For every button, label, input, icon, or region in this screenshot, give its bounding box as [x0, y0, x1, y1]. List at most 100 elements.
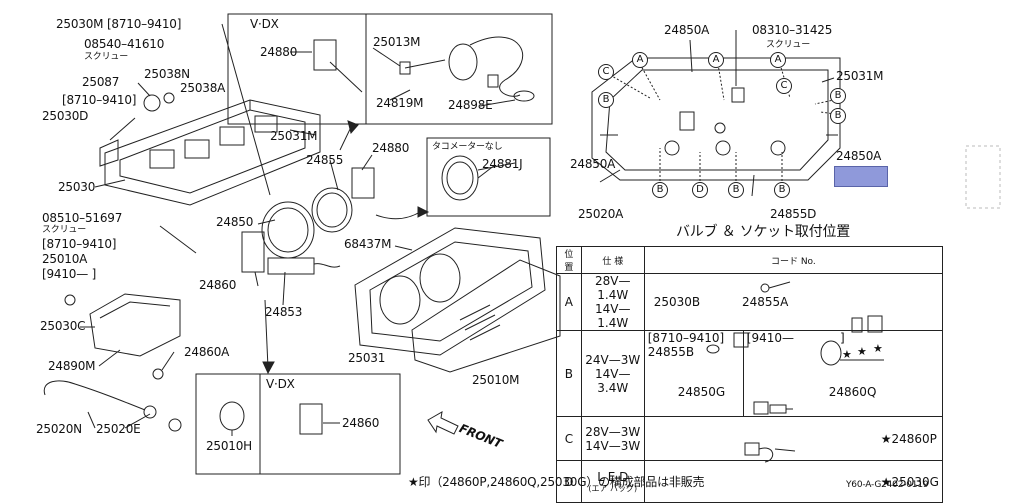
label-8710-b: [8710–9410]	[42, 237, 117, 251]
table-title: バルブ ＆ ソケット取付位置	[676, 224, 851, 240]
row-b-spec-2: 14V—3.4W	[595, 366, 631, 395]
label-8710-a: [8710–9410]	[62, 93, 137, 107]
label-25087: 25087	[82, 75, 120, 89]
label-24898e: 24898E	[448, 98, 493, 112]
label-08310-sub: スクリュー	[766, 40, 811, 50]
label-24855: 24855	[306, 153, 344, 167]
footnote: ★印（24860P,24860Q,25030G）の構成部品は非販売	[408, 475, 705, 489]
label-24850a-top: 24850A	[664, 23, 710, 37]
label-25030m: 25030M [8710–9410]	[56, 17, 182, 31]
header-position: 位 置	[556, 246, 582, 274]
row-a-spec: 28V—1.4W 14V—1.4W	[580, 273, 645, 331]
row-d-spec: L E D (エア バッグ)	[580, 460, 645, 503]
row-d-code: ★25030G	[643, 460, 944, 503]
row-d-spec-1: L E D	[597, 470, 629, 484]
label-24880-a: 24880	[260, 45, 298, 59]
bulb-socket-table: 位 置 仕 様 コード No. A 28V—1.4W 14V—1.4W 2503…	[556, 246, 944, 503]
label-vdx-top: V·DX	[250, 17, 279, 31]
label-24850: 24850	[216, 215, 254, 229]
label-25010h: 25010H	[206, 439, 252, 453]
label-25020a: 25020A	[578, 207, 624, 221]
label-08510: 08510–51697	[42, 211, 123, 225]
row-b-code-right-3: 24860Q	[828, 385, 877, 399]
drawing-code: Y60-A-G2402-0119	[846, 480, 929, 490]
circle-a-1: A	[632, 52, 648, 68]
label-25038n: 25038N	[144, 67, 190, 81]
circle-d: D	[692, 182, 708, 198]
label-24860: 24860	[199, 278, 237, 292]
label-25031m: 25031M	[270, 129, 318, 143]
star-marker-3: ★	[873, 342, 883, 355]
table-row-b: B 24V—3W 14V—3.4W [8710–9410] 24855B 248…	[556, 330, 944, 417]
label-08540: 08540–41610	[84, 37, 165, 51]
header-code: コード No.	[643, 246, 944, 274]
header-spec: 仕 様	[580, 246, 645, 274]
row-b-code-right-2: ]	[840, 331, 845, 345]
circle-b-4: B	[652, 182, 668, 198]
label-24860a: 24860A	[184, 345, 230, 359]
row-c-code: ★24860P	[643, 416, 944, 461]
label-24890m: 24890M	[48, 359, 96, 373]
table-header-row: 位 置 仕 様 コード No.	[556, 246, 944, 274]
row-a-code: 25030B 24855A	[643, 273, 944, 331]
label-25020n: 25020N	[36, 422, 82, 436]
circle-a-2: A	[708, 52, 724, 68]
label-25038a: 25038A	[180, 81, 226, 95]
circle-a-3: A	[770, 52, 786, 68]
label-9410: [9410— ]	[42, 267, 97, 281]
label-tacho-none: タコメーターなし	[432, 142, 503, 152]
row-b-pos: B	[556, 330, 582, 417]
row-b-spec-1: 24V—3W	[585, 352, 641, 367]
table-row-d: D L E D (エア バッグ) ★25030G	[556, 460, 944, 503]
row-b-code-right-top: [9410—]	[747, 331, 939, 345]
row-b-code-left: [8710–9410] 24855B 24850G	[643, 330, 744, 417]
row-a-pos: A	[556, 273, 582, 331]
row-b-code-right-1: [9410—	[746, 331, 794, 345]
label-25020e: 25020E	[96, 422, 141, 436]
row-d-pos: D	[556, 460, 582, 503]
row-a-spec-1: 28V—1.4W	[595, 274, 631, 302]
star-marker-2: ★	[857, 345, 867, 358]
circle-b-5: B	[728, 182, 744, 198]
table-row-a: A 28V—1.4W 14V—1.4W 25030B 24855A	[556, 273, 944, 331]
row-c-spec-1: 28V—3W	[585, 424, 641, 439]
label-24855d: 24855D	[770, 207, 817, 221]
label-25030d: 25030D	[42, 109, 89, 123]
label-25013m: 25013M	[373, 35, 421, 49]
row-d-spec-2: (エア バッグ)	[588, 484, 638, 493]
label-24880-b: 24880	[372, 141, 410, 155]
row-a-spec-2: 14V—1.4W	[595, 302, 631, 330]
row-b-code-left-1: [8710–9410]	[647, 331, 725, 345]
table-row-c: C 28V—3W 14V—3W ★24860P	[556, 416, 944, 461]
row-a-code-2: 24855A	[741, 295, 789, 309]
star-marker-1: ★	[842, 348, 852, 361]
label-24850a-right: 24850A	[836, 149, 882, 163]
label-25031: 25031	[348, 351, 386, 365]
label-24860-b: 24860	[342, 416, 380, 430]
label-25010m: 25010M	[472, 373, 520, 387]
label-25031m-right: 25031M	[836, 69, 884, 83]
label-24819m: 24819M	[376, 96, 424, 110]
circle-b-6: B	[774, 182, 790, 198]
label-68437m: 68437M	[344, 237, 392, 251]
row-b-code-left-3: 24850G	[677, 385, 726, 399]
row-b-code-left-2: 24855B	[647, 345, 695, 359]
row-b-code-right: [9410—] 24860Q	[742, 330, 944, 417]
label-25010a: 25010A	[42, 252, 88, 266]
circle-c-2: C	[776, 78, 792, 94]
label-vdx-bottom: V·DX	[266, 377, 295, 391]
circle-b-3: B	[830, 108, 846, 124]
label-08310: 08310–31425	[752, 23, 833, 37]
row-c-spec: 28V—3W 14V—3W	[580, 416, 645, 461]
label-24853: 24853	[265, 305, 303, 319]
label-08510-sub: スクリュー	[42, 225, 87, 235]
highlight-box	[834, 166, 888, 187]
label-24881j: 24881J	[482, 157, 523, 171]
row-b-spec: 24V—3W 14V—3.4W	[580, 330, 645, 417]
circle-b-2: B	[830, 88, 846, 104]
label-24850a-left: 24850A	[570, 157, 616, 171]
circle-b-1: B	[598, 92, 614, 108]
row-c-pos: C	[556, 416, 582, 461]
label-25030: 25030	[58, 180, 96, 194]
label-08540-sub: スクリュー	[84, 52, 129, 62]
